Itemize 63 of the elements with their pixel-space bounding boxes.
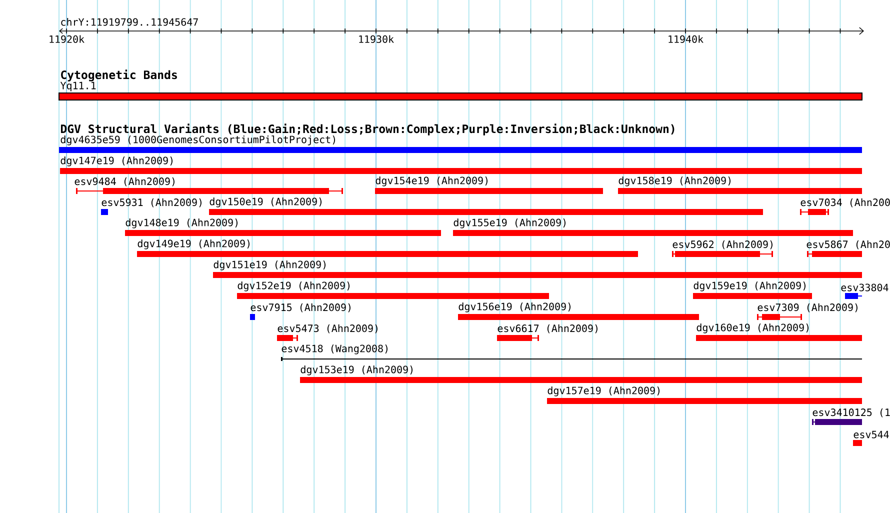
variant-feature: esv5867 (Ahn20 [806,240,890,257]
coordinate-label: chrY:11919799..11945647 [61,18,198,26]
node-label: esv7034 (Ahn200 [800,198,890,208]
variant-feature: dgv158e19 (Ahn2009) [618,176,862,194]
node-label: dgv148e19 (Ahn2009) [126,218,238,228]
variant-feature: dgv153e19 (Ahn2009) [300,366,862,383]
variant-feature: esv6617 (Ahn2009) [496,324,598,341]
node-label: esv9484 (Ahn2009) [74,177,174,186]
variant-feature: esv9484 (Ahn2009) [74,177,344,194]
variant-feature: esv33804 [841,284,888,299]
variant-feature: esv544 [852,430,889,446]
tick-label: 11930k [359,35,394,43]
variant-feature: dgv156e19 (Ahn2009) [458,302,699,320]
cytoband-bar: Yq11.1 [58,82,862,100]
track-heading: DGV Structural Variants (Blue:Gain;Red:Loss;Brown:Complex;Purple:Inversion;Black:Unknown) [60,124,674,136]
variant-feature: esv7309 (Ahn2009) [756,303,858,320]
variant-feature: esv7915 (Ahn2009) [250,303,350,320]
track-heading: Cytogenetic Bands [61,70,177,82]
node-label: dgv152e19 (Ahn2009) [238,282,350,292]
variant-feature: dgv147e19 (Ahn2009) [60,156,862,174]
variant-feature: esv5962 (Ahn2009) [672,240,774,257]
node-label: dgv151e19 (Ahn2009) [214,260,326,270]
variant-feature: dgv149e19 (Ahn2009) [137,240,638,257]
variant-feature: esv7034 (Ahn200 [800,198,890,215]
variant-feature: dgv155e19 (Ahn2009) [453,218,853,236]
node-label: Yq11.1 [60,82,96,92]
node-label: esv3410125 (1 [812,408,890,418]
node-label: esv5962 (Ahn2009) [672,240,772,250]
node-label: dgv154e19 (Ahn2009) [376,176,488,186]
node-label: dgv158e19 (Ahn2009) [618,176,730,186]
variant-feature: esv4518 (Wang2008) [280,344,862,361]
node-label: dgv160e19 (Ahn2009) [696,324,808,334]
node-label: dgv156e19 (Ahn2009) [458,302,570,312]
node-label: dgv159e19 (Ahn2009) [694,282,806,292]
variant-feature: dgv148e19 (Ahn2009) [125,218,441,236]
node-label: esv544 [854,430,889,438]
variant-feature: esv5473 (Ahn2009) [276,324,378,341]
variant-feature: dgv159e19 (Ahn2009) [693,282,812,299]
variant-feature: dgv152e19 (Ahn2009) [237,282,549,299]
variant-feature: dgv160e19 (Ahn2009) [696,324,862,341]
tick-label: 11920k [50,35,84,43]
node-label: dgv149e19 (Ahn2009) [138,240,250,250]
node-label: esv7309 (Ahn2009) [758,303,858,312]
node-label: esv7915 (Ahn2009) [250,303,350,312]
node-label: esv5473 (Ahn2009) [278,324,378,334]
node-label: dgv147e19 (Ahn2009) [60,156,173,166]
node-label: esv6617 (Ahn2009) [498,324,598,334]
node-label: esv5931 (Ahn2009) [102,198,202,208]
node-label: dgv153e19 (Ahn2009) [300,366,413,376]
variant-feature: dgv157e19 (Ahn2009) [547,386,862,404]
variant-feature: esv5931 (Ahn2009) [100,198,202,215]
variant-feature: dgv4635e59 (1000GenomesConsortiumPilotProject) [59,136,862,153]
node-label: dgv155e19 (Ahn2009) [454,218,566,228]
tick-label: 11940k [668,35,704,43]
node-label: dgv4635e59 (1000GenomesConsortiumPilotProject) [60,135,336,146]
variant-feature: dgv150e19 (Ahn2009) [209,198,763,215]
node-label: dgv150e19 (Ahn2009) [210,198,322,208]
variant-feature: dgv154e19 (Ahn2009) [375,176,603,194]
node-label: esv5867 (Ahn20 [806,240,890,250]
node-label: esv33804 [841,284,888,292]
variant-feature: dgv151e19 (Ahn2009) [213,260,862,278]
node-label: dgv157e19 (Ahn2009) [548,386,660,396]
variant-feature: esv3410125 (1 [812,408,890,425]
